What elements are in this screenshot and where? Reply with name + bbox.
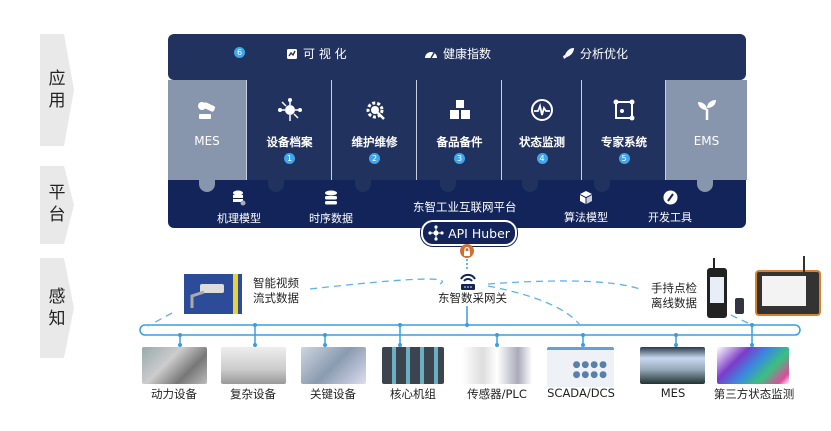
platform-item-dev-tools[interactable]: 开发工具	[640, 190, 700, 225]
module-label: 状态监测	[519, 135, 565, 149]
puzzle-knob	[440, 180, 456, 192]
database-gear-icon	[233, 190, 246, 206]
caption-line: 手持点检	[651, 281, 697, 295]
camera-icon	[190, 284, 224, 308]
module-ems[interactable]: EMS	[665, 80, 747, 180]
caption-line: 流式数据	[253, 291, 299, 305]
top-item-visualization[interactable]: 可 视 化	[286, 45, 347, 62]
device-label: 复杂设备	[230, 387, 276, 401]
device-label: 核心机组	[390, 387, 436, 401]
sprout-icon	[697, 100, 716, 120]
speedometer-icon	[425, 51, 437, 58]
chart-board-icon	[287, 48, 297, 59]
camera-image	[184, 274, 242, 314]
robot-arm-icon	[198, 102, 216, 119]
module-spare-parts[interactable]: 备品备件 3	[416, 80, 502, 180]
module-badge: 5	[618, 153, 630, 164]
pulse-monitor-icon	[531, 99, 553, 121]
device-label: MES	[660, 386, 686, 400]
puzzle-knob	[268, 180, 284, 192]
api-hub-label: API Huber	[448, 225, 510, 241]
database-icon	[325, 190, 337, 205]
device-image-complex	[221, 347, 286, 384]
device-label: SCADA/DCS	[547, 386, 615, 400]
device-label: 关键设备	[310, 387, 356, 401]
platform-item-time-series[interactable]: 时序数据	[306, 190, 356, 226]
device-image-power	[142, 347, 207, 384]
sensor-probe-image	[735, 298, 744, 314]
video-stream-caption: 智能视频 流式数据	[253, 276, 299, 306]
layer-application-label: 应用	[48, 69, 66, 111]
module-badge: 1	[284, 153, 295, 164]
layer-sensing-label: 感知	[48, 287, 66, 329]
device-image-sensor-plc	[462, 347, 532, 384]
platform-title: 东智工业互联网平台	[413, 200, 517, 214]
layer-platform-label: 平台	[48, 183, 66, 225]
device-label: 动力设备	[151, 387, 197, 401]
rocket-icon	[563, 48, 574, 59]
module-badge: 2	[369, 153, 380, 164]
cube-icon	[580, 191, 592, 204]
platform-item-label: 时序数据	[309, 212, 353, 225]
puzzle-knob	[697, 180, 713, 192]
device-image-mes	[640, 347, 705, 384]
badge-6: 6	[234, 47, 245, 58]
device-image-core-unit	[382, 347, 444, 384]
pen-icon	[663, 190, 677, 205]
boxes-icon	[449, 100, 470, 119]
top-item-label: 健康指数	[443, 47, 492, 61]
layer-column: 应用 平台 感知	[40, 0, 80, 431]
platform-item-label: 机理模型	[217, 212, 261, 225]
platform-item-algorithm-model[interactable]: 算法模型	[556, 190, 616, 225]
module-maintenance[interactable]: 维护维修 2	[331, 80, 417, 180]
device-image-scada: ●●●●●●●●	[547, 347, 614, 387]
puzzle-knob	[594, 180, 610, 192]
top-item-health-index[interactable]: 健康指数	[424, 45, 491, 62]
module-mes[interactable]: MES	[168, 80, 246, 180]
module-equipment-archive[interactable]: 设备档案 1	[246, 80, 332, 180]
application-top-bar	[168, 34, 746, 80]
tablet-image	[755, 256, 821, 316]
handheld-caption: 手持点检 离线数据	[651, 281, 697, 311]
device-image-key	[301, 347, 366, 384]
gear-wrench-icon	[366, 101, 385, 120]
lock-icon	[460, 244, 474, 258]
module-label: 专家系统	[601, 135, 647, 149]
module-label: EMS	[693, 134, 720, 148]
nodes-graph-icon	[613, 99, 635, 121]
device-label: 第三方状态监测	[713, 387, 795, 401]
module-label: 设备档案	[266, 135, 313, 149]
device-image-third-party	[717, 347, 789, 384]
gateway-label: 东智数采网关	[438, 291, 507, 305]
module-label: 备品备件	[436, 135, 483, 149]
module-condition-monitoring[interactable]: 状态监测 4	[501, 80, 582, 180]
top-item-label: 分析优化	[580, 47, 629, 61]
module-badge: 4	[536, 153, 548, 164]
puzzle-knob	[522, 180, 538, 192]
handheld-phone-image	[707, 258, 727, 318]
device-label: 传感器/PLC	[467, 387, 527, 401]
module-label: MES	[194, 134, 220, 148]
puzzle-knob	[199, 180, 215, 192]
wifi-router-icon	[460, 273, 476, 290]
platform-item-label: 算法模型	[564, 211, 608, 224]
top-item-label: 可 视 化	[303, 47, 347, 61]
hub-nodes-icon	[428, 225, 444, 241]
caption-line: 离线数据	[651, 296, 697, 310]
module-label: 维护维修	[351, 135, 398, 149]
api-hub-button[interactable]: API Huber	[421, 220, 517, 246]
puzzle-knob	[355, 180, 371, 192]
platform-item-mechanism-model[interactable]: 机理模型	[214, 190, 264, 226]
caption-line: 智能视频	[253, 276, 299, 290]
platform-item-label: 开发工具	[648, 211, 692, 224]
module-badge: 3	[454, 153, 465, 164]
module-expert-system[interactable]: 专家系统 5	[581, 80, 666, 180]
network-hub-icon	[277, 98, 302, 121]
top-item-analysis-optimization[interactable]: 分析优化	[562, 45, 628, 62]
